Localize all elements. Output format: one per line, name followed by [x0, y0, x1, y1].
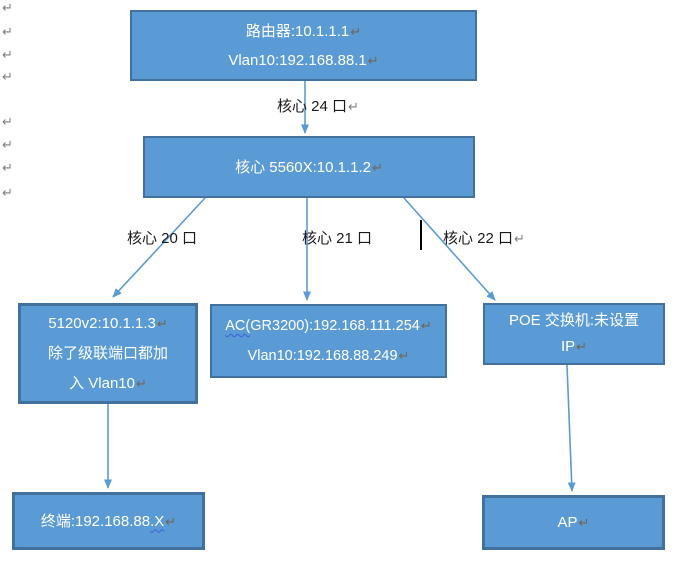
node-router[interactable]: 路由器:10.1.1.1↵ Vlan10:192.168.88.1↵ [130, 10, 477, 81]
node-5120-line3: 入 Vlan10↵ [69, 374, 147, 392]
node-router-line2: Vlan10:192.168.88.1↵ [228, 51, 379, 69]
edge-label-core-21-port[interactable]: 核心 21 口 [302, 230, 373, 247]
paragraph-return-mark: ↵ [2, 0, 13, 15]
return-mark: ↵ [372, 159, 383, 175]
paragraph-return-mark: ↵ [2, 114, 13, 129]
node-ac-line2: Vlan10:192.168.88.249↵ [247, 348, 410, 364]
paragraph-return-mark: ↵ [2, 137, 13, 152]
node-poe-line1: POE 交换机:未设置 [508, 312, 639, 329]
return-mark: ↵ [398, 348, 410, 363]
paragraph-return-mark: ↵ [2, 185, 13, 200]
return-mark: ↵ [348, 99, 359, 114]
return-mark: ↵ [165, 513, 177, 529]
return-mark: ↵ [135, 375, 147, 391]
return-mark: ↵ [514, 231, 525, 246]
node-terminal-line1: 终端:192.168.88.X↵ [40, 512, 177, 530]
node-ap-line1: AP↵ [557, 514, 590, 531]
paragraph-return-mark: ↵ [2, 69, 13, 84]
text-cursor [420, 220, 422, 250]
return-mark: ↵ [578, 515, 590, 530]
node-core-line1: 核心 5560X:10.1.1.2↵ [235, 158, 383, 176]
node-poe-line2: IP↵ [560, 338, 588, 355]
spellcheck-flagged-text: AC( [225, 318, 251, 334]
node-poe-switch[interactable]: POE 交换机:未设置 IP↵ [483, 303, 665, 365]
node-ac-controller[interactable]: AC(GR3200):192.168.111.254↵ Vlan10:192.1… [210, 304, 447, 378]
return-mark: ↵ [420, 318, 432, 333]
node-core-switch[interactable]: 核心 5560X:10.1.1.2↵ [143, 136, 475, 198]
return-mark: ↵ [156, 315, 168, 331]
edge-label-core-24-port[interactable]: 核心 24 口↵ [277, 98, 359, 115]
edge-label-core-22-port[interactable]: 核心 22 口↵ [443, 230, 525, 247]
paragraph-return-mark: ↵ [2, 160, 13, 175]
node-5120-line2: 除了级联端口都加 [47, 344, 168, 362]
paragraph-return-mark: ↵ [2, 47, 13, 62]
node-ac-line1: AC(GR3200):192.168.111.254↵ [225, 318, 432, 334]
node-switch-5120v2[interactable]: 5120v2:10.1.1.3↵ 除了级联端口都加 入 Vlan10↵ [18, 303, 198, 404]
node-5120-line1: 5120v2:10.1.1.3↵ [48, 314, 168, 332]
node-ap[interactable]: AP↵ [482, 495, 665, 550]
node-terminal[interactable]: 终端:192.168.88.X↵ [12, 492, 205, 550]
return-mark: ↵ [576, 339, 588, 354]
node-router-line1: 路由器:10.1.1.1↵ [245, 22, 362, 40]
edge-label-core-20-port[interactable]: 核心 20 口 [127, 230, 198, 247]
return-mark: ↵ [367, 52, 379, 68]
spellcheck-flagged-text: .X [150, 512, 165, 530]
paragraph-return-mark: ↵ [2, 24, 13, 39]
return-mark: ↵ [350, 23, 362, 39]
